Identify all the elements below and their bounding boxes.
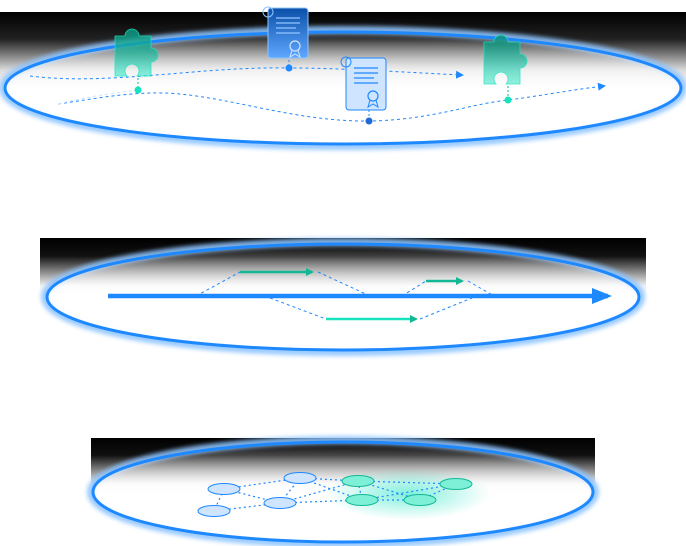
network-node-1 xyxy=(207,483,241,495)
top-ellipse-glow xyxy=(0,26,686,150)
top-node-2 xyxy=(365,117,373,125)
network-node-7 xyxy=(403,494,437,506)
top-path-lower xyxy=(57,82,606,122)
certificate-document-icon xyxy=(340,56,387,111)
top-platform xyxy=(0,6,686,150)
middle-platform xyxy=(40,238,646,356)
top-node-1 xyxy=(285,64,293,72)
middle-dash-upper-left xyxy=(195,271,241,297)
middle-ellipse-glow xyxy=(41,238,645,356)
middle-dash-right-up xyxy=(401,280,427,297)
network-node-5 xyxy=(341,475,375,487)
bottom-platform xyxy=(87,436,599,546)
bottom-ellipse-glow xyxy=(87,436,599,546)
middle-dash-right-down xyxy=(467,280,495,297)
top-ellipse xyxy=(3,30,683,146)
network-node-8 xyxy=(439,478,473,490)
certificate-document-icon xyxy=(262,6,309,59)
network-node-2 xyxy=(283,472,317,484)
network-node-3 xyxy=(197,505,231,517)
top-node-3 xyxy=(134,86,142,94)
network-node-6 xyxy=(345,494,379,506)
top-node-4 xyxy=(504,96,512,104)
puzzle-piece-icon xyxy=(483,34,528,85)
top-path-upper xyxy=(29,67,464,80)
puzzle-piece-icon xyxy=(114,28,159,77)
network-node-4 xyxy=(263,497,297,509)
middle-dash-lower-left xyxy=(269,297,327,320)
